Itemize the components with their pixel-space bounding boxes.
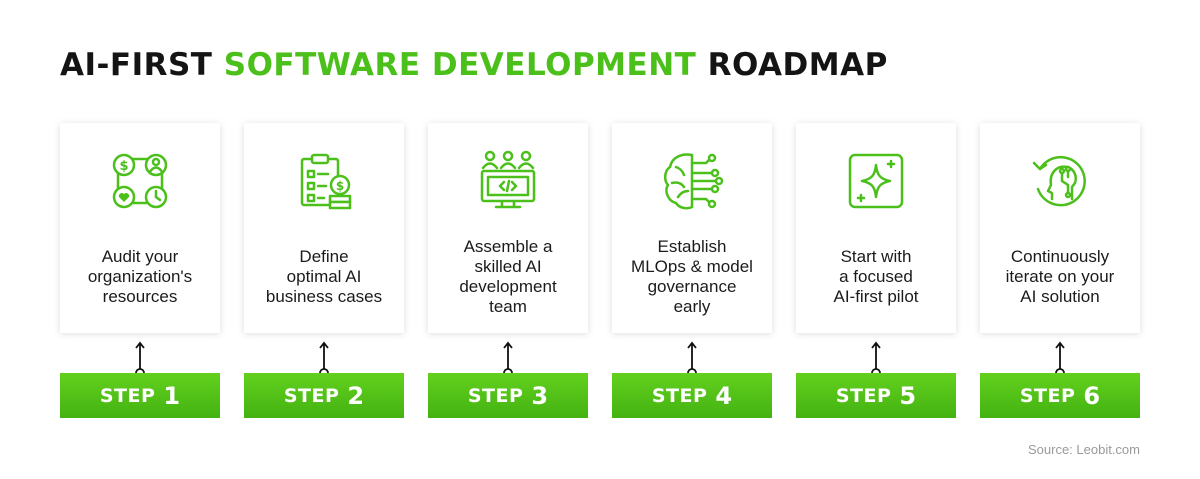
step-5-card: Start with a focused AI-first pilot (796, 123, 956, 333)
step-6-number: 6 (1083, 381, 1101, 410)
ai-head-cycle-icon (1028, 149, 1092, 213)
step-5-button: STEP 5 (796, 373, 956, 418)
step-3-text: Assemble a skilled AI development team (459, 237, 557, 316)
step-1-card: $ Audit your organization's resources (60, 123, 220, 333)
page-title: AI-FIRST SOFTWARE DEVELOPMENT ROADMAP (60, 50, 888, 81)
step-3-card: Assemble a skilled AI development team (428, 123, 588, 333)
step-5-text: Start with a focused AI-first pilot (833, 247, 919, 306)
step-4-text: Establish MLOps & model governance early (631, 237, 753, 316)
step-3-number: 3 (531, 381, 549, 410)
step-3-button: STEP 3 (428, 373, 588, 418)
step-3-label: STEP (467, 384, 524, 407)
sparkle-icon (844, 149, 908, 213)
brain-circuit-icon (660, 149, 724, 213)
step-2-card: $ Define optimal AI business cases (244, 123, 404, 333)
step-2-label: STEP (283, 384, 340, 407)
svg-text:$: $ (336, 179, 344, 193)
step-6-text: Continuously iterate on your AI solution (1005, 247, 1115, 306)
title-part-3: ROADMAP (707, 47, 888, 83)
step-6-label: STEP (1019, 384, 1076, 407)
step-1-button: STEP 1 (60, 373, 220, 418)
step-1-text: Audit your organization's resources (87, 247, 193, 306)
step-6-card: Continuously iterate on your AI solution (980, 123, 1140, 333)
svg-text:$: $ (119, 159, 128, 174)
title-part-1: AI-FIRST (60, 47, 213, 83)
step-2-text: Define optimal AI business cases (265, 247, 383, 306)
step-6-button: STEP 6 (980, 373, 1140, 418)
resources-icon: $ (108, 149, 172, 213)
step-1-number: 1 (163, 381, 181, 410)
step-4-number: 4 (715, 381, 733, 410)
team-monitor-icon (476, 149, 540, 213)
title-part-2: SOFTWARE DEVELOPMENT (223, 47, 697, 83)
step-4-card: Establish MLOps & model governance early (612, 123, 772, 333)
step-2-button: STEP 2 (244, 373, 404, 418)
business-case-icon: $ (292, 149, 356, 213)
step-2-number: 2 (347, 381, 365, 410)
source-credit: Source: Leobit.com (1027, 442, 1140, 457)
step-5-number: 5 (899, 381, 917, 410)
step-4-button: STEP 4 (612, 373, 772, 418)
step-5-label: STEP (835, 384, 892, 407)
step-1-label: STEP (99, 384, 156, 407)
step-4-label: STEP (651, 384, 708, 407)
